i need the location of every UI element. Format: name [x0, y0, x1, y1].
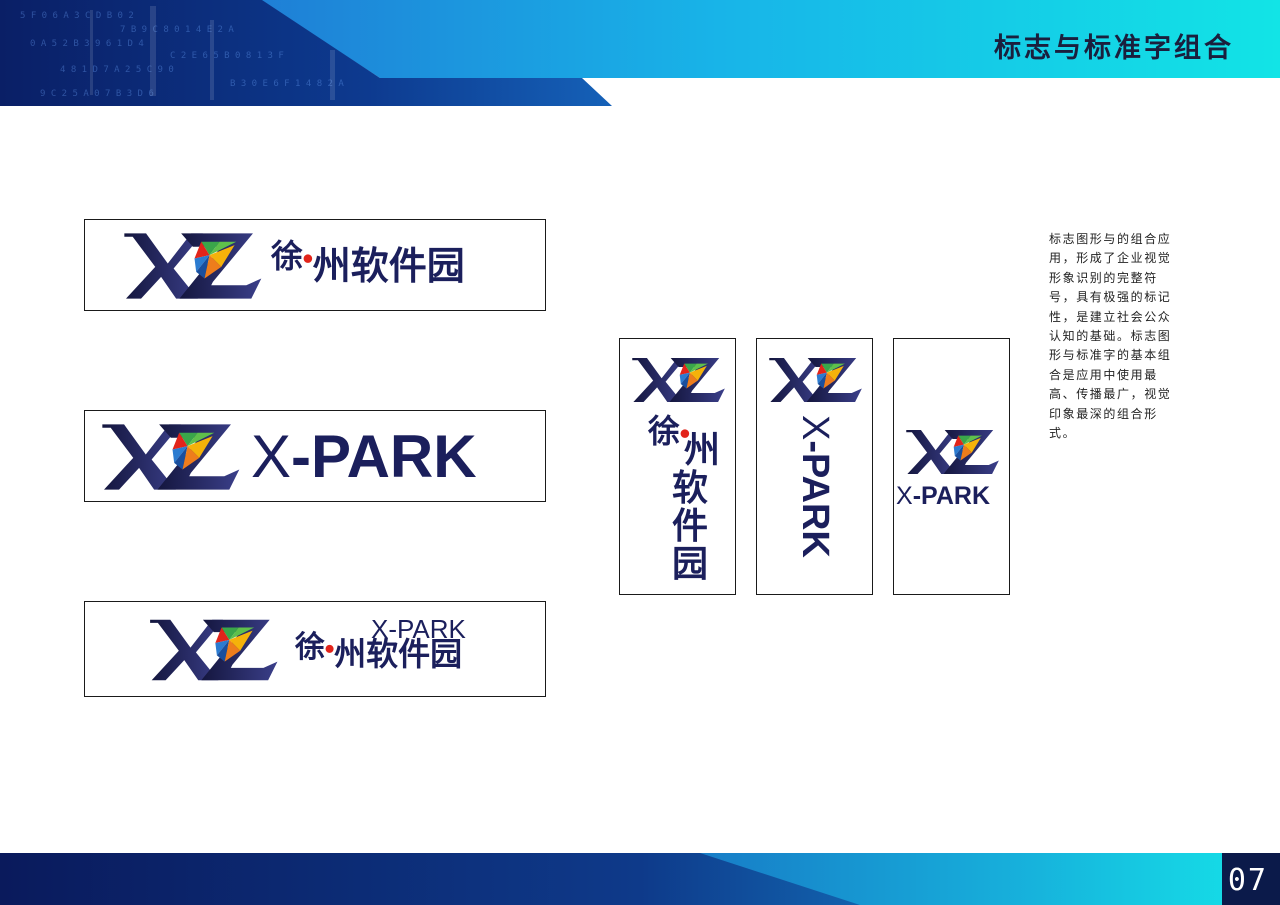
xz-logo-mark	[904, 427, 1000, 477]
svg-text:B 3 0 E 6 F 1 4 8 2 A: B 3 0 E 6 F 1 4 8 2 A	[230, 79, 344, 89]
page-number: 07	[1227, 863, 1268, 898]
xz-logo-mark	[121, 230, 263, 302]
lockup-horizontal-en: X-PARK	[84, 410, 546, 502]
cn-name: 徐●州软件园	[295, 630, 462, 671]
lockup-horizontal-cn: 徐●州软件园	[84, 219, 546, 311]
xz-logo-mark	[99, 421, 241, 493]
cn-name-first-char: 徐	[648, 412, 681, 450]
en-name-rest: -PARK	[912, 482, 990, 510]
footer-band: 07	[0, 853, 1280, 905]
en-name-x: X	[896, 482, 913, 510]
en-name: X-PARK	[371, 616, 466, 642]
cn-name-first-char: 徐	[271, 237, 304, 275]
description-text: 标志图形与的组合应用，形成了企业视觉形象识别的完整符号，具有极强的标记性，是建立…	[1049, 232, 1172, 441]
red-dot-icon: ●	[325, 642, 335, 655]
lockup-stacked-en: X-PARK	[893, 338, 1010, 595]
xz-logo-mark	[630, 355, 726, 405]
svg-text:4 8 1 D 7 A 2 5 C 9 0: 4 8 1 D 7 A 2 5 C 9 0	[60, 65, 174, 75]
cn-name-rest: 州软件园	[334, 635, 463, 673]
cn-char: 软	[672, 468, 709, 509]
cn-name: 徐●州软件园	[271, 235, 465, 285]
en-name-rest: -PARK	[291, 423, 477, 490]
en-name-x: X	[371, 614, 389, 644]
header-graphic: 5 F 0 6 A 3 C D B 0 2 7 B 9 C 8 0 1 4 E …	[0, 0, 1280, 106]
header-band: 5 F 0 6 A 3 C D B 0 2 7 B 9 C 8 0 1 4 E …	[0, 0, 1280, 106]
cn-char: 州	[684, 430, 721, 471]
en-name: X-PARK	[896, 484, 990, 509]
svg-text:5 F 0 6 A 3 C D B 0 2: 5 F 0 6 A 3 C D B 0 2	[20, 11, 134, 21]
en-name-rest: -PARK	[794, 440, 836, 558]
lockup-vertical-cn: 徐● 州 软 件 园	[619, 338, 736, 595]
en-name: X-PARK	[251, 427, 477, 487]
svg-text:7 B 9 C 8 0 1 4 E 2 A: 7 B 9 C 8 0 1 4 E 2 A	[120, 25, 234, 35]
cn-name-vertical: 州 软 件 园	[660, 433, 720, 583]
lockup-vertical-en: X-PARK	[756, 338, 873, 595]
cn-name-first-char: 徐	[295, 630, 325, 665]
lockup-horizontal-bilingual: X-PARK 徐●州软件园	[84, 601, 546, 697]
red-dot-icon: ●	[680, 426, 690, 440]
cn-char: 件	[672, 506, 709, 547]
en-name-x: X	[251, 423, 292, 490]
en-name-x: X	[794, 415, 836, 441]
xz-logo-mark	[767, 355, 863, 405]
en-name-rest: -PARK	[388, 614, 466, 644]
cn-char: 园	[672, 544, 709, 585]
cn-name-rest: 州软件园	[312, 244, 465, 288]
red-dot-icon: ●	[303, 251, 313, 265]
svg-text:0 A 5 2 B 3 9 6 1 D 4: 0 A 5 2 B 3 9 6 1 D 4	[30, 39, 144, 49]
footer-graphic	[0, 853, 1280, 905]
page-title: 标志与标准字组合	[994, 33, 1234, 64]
svg-text:9 C 2 5 A 0 7 B 3 D 6: 9 C 2 5 A 0 7 B 3 D 6	[40, 89, 154, 99]
cn-first-char-vertical: 徐●	[648, 415, 690, 447]
en-name-vertical: X-PARK	[794, 415, 836, 558]
xz-logo-mark	[147, 615, 279, 685]
svg-text:C 2 E 6 5 B 0 8 1 3 F: C 2 E 6 5 B 0 8 1 3 F	[170, 51, 284, 61]
